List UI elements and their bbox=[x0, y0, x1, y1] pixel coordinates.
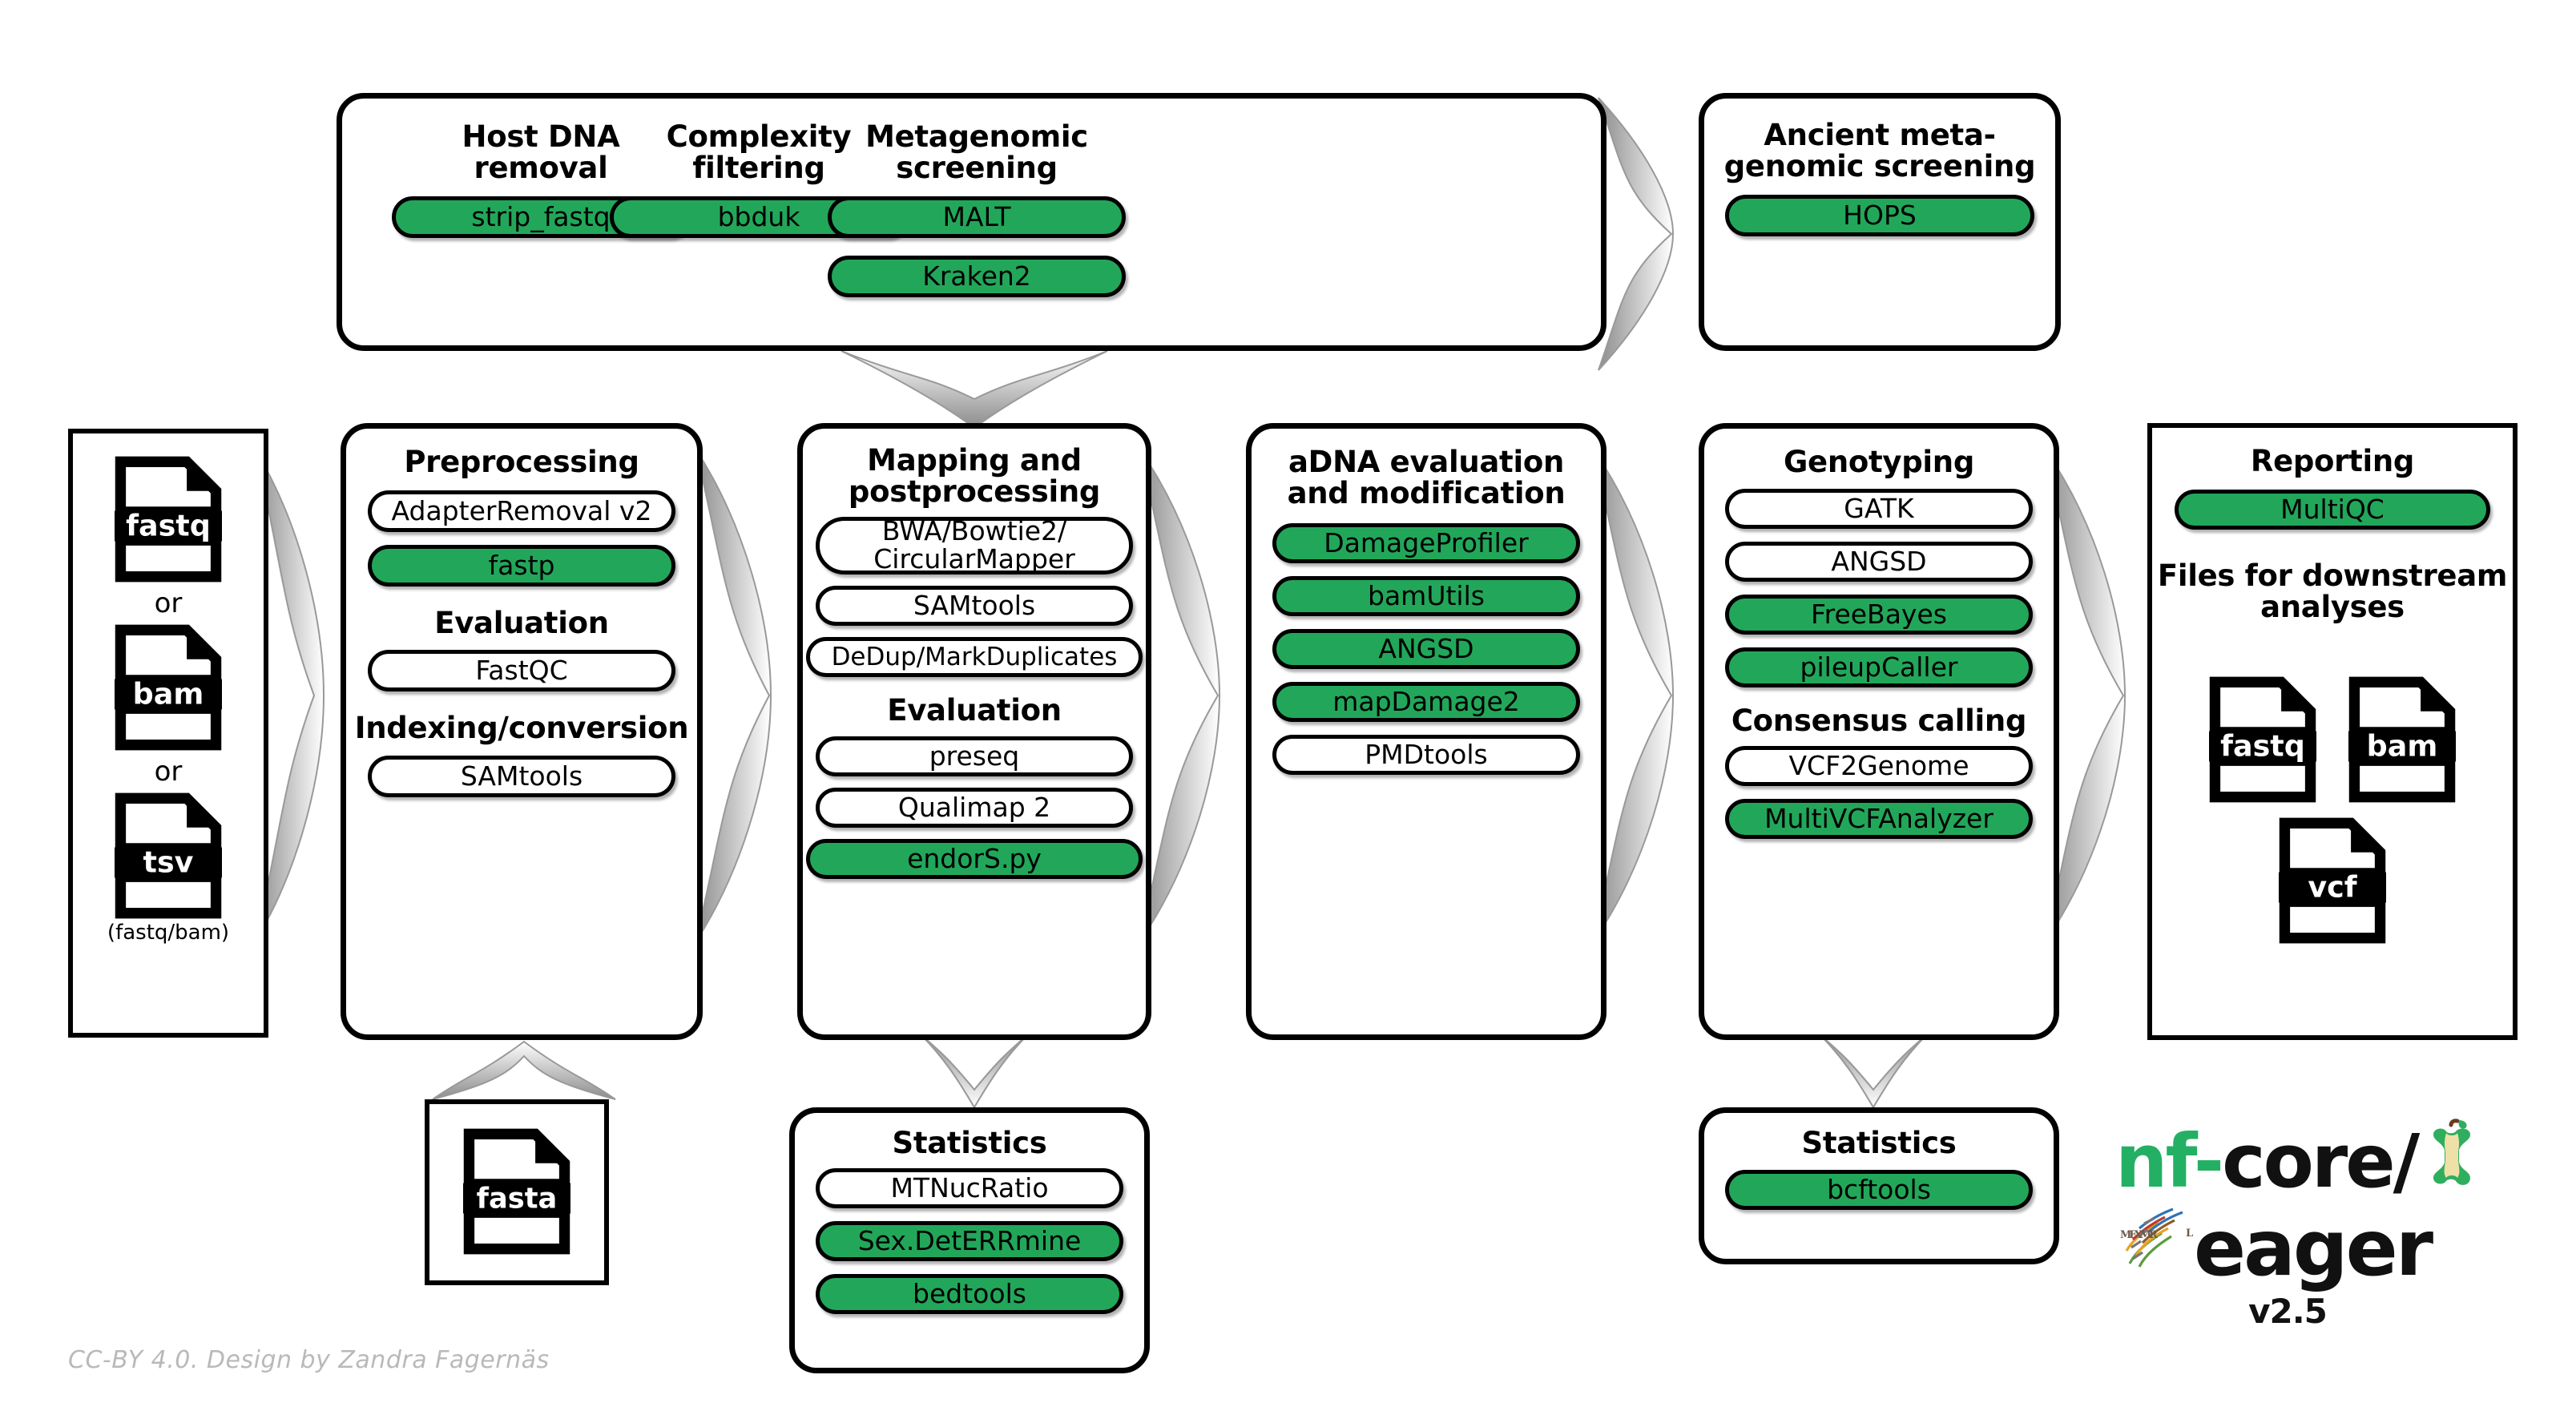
tool-mtnucratio[interactable]: MTNucRatio bbox=[816, 1168, 1123, 1209]
statistics-genotyping-card: Statistics bcftools bbox=[1699, 1107, 2059, 1264]
file-icon-tsv-label: tsv bbox=[143, 845, 194, 880]
file-icon-fasta: fasta bbox=[463, 1128, 570, 1255]
tool-vcf2genome[interactable]: VCF2Genome bbox=[1725, 746, 2033, 787]
tool-gatk[interactable]: GATK bbox=[1725, 489, 2033, 530]
file-icon-bam-downstream: bam bbox=[2348, 676, 2456, 803]
tool-sex-deterrmine[interactable]: Sex.DetERRmine bbox=[816, 1221, 1123, 1262]
tool-samtools-preprocessing[interactable]: SAMtools bbox=[368, 755, 675, 797]
svg-text:bam: bam bbox=[2367, 729, 2438, 764]
tool-angsd-genotyping[interactable]: ANGSD bbox=[1725, 542, 2033, 583]
file-icon-tsv: tsv bbox=[115, 792, 222, 919]
tool-mapdamage2[interactable]: mapDamage2 bbox=[1272, 682, 1580, 723]
tool-endors-py[interactable]: endorS.py bbox=[806, 838, 1143, 879]
input-file-note: (fastq/bam) bbox=[107, 921, 230, 945]
file-icon-vcf-downstream: vcf bbox=[2279, 817, 2386, 944]
arrow-preprocessing-to-mapping bbox=[695, 448, 772, 943]
nfcore-eager-logo: nf- core/ bbox=[2115, 1119, 2516, 1331]
mapping-evaluation-heading: Evaluation bbox=[887, 693, 1062, 728]
file-icon-fasta-label: fasta bbox=[477, 1183, 558, 1216]
input-or-1: or bbox=[154, 587, 183, 619]
complexity-title: Complexity filtering bbox=[666, 119, 852, 186]
tool-malt[interactable]: MALT bbox=[828, 196, 1126, 239]
svg-text:fastq: fastq bbox=[2220, 729, 2305, 764]
genotyping-card: Genotyping GATK ANGSD FreeBayes pileupCa… bbox=[1699, 423, 2059, 1040]
file-icon-fastq: fastq bbox=[115, 456, 222, 583]
input-files-card: fastq or bam or tsv (fastq/bam) bbox=[68, 429, 268, 1038]
tool-multivcfanalyzer[interactable]: MultiVCFAnalyzer bbox=[1725, 799, 2033, 840]
tool-samtools-mapping[interactable]: SAMtools bbox=[816, 586, 1133, 627]
tool-bamutils[interactable]: bamUtils bbox=[1272, 576, 1580, 617]
input-or-2: or bbox=[154, 756, 183, 788]
arrow-screening-to-ancient bbox=[1598, 97, 1675, 371]
tool-dedup-markduplicates[interactable]: DeDup/MarkDuplicates bbox=[806, 637, 1143, 678]
tool-fastqc[interactable]: FastQC bbox=[368, 650, 675, 692]
logo-version: v2.5 bbox=[2248, 1292, 2328, 1331]
mapping-title: Mapping and postprocessing bbox=[848, 443, 1101, 510]
tool-line-1: BWA/Bowtie2/ bbox=[881, 515, 1067, 547]
tool-angsd-adna[interactable]: ANGSD bbox=[1272, 629, 1580, 670]
genotyping-title: Genotyping bbox=[1783, 445, 1975, 479]
tool-preseq[interactable]: preseq bbox=[816, 736, 1133, 776]
arrow-genotyping-to-statistics bbox=[1818, 1033, 1929, 1109]
apple-core-icon bbox=[2424, 1119, 2480, 1204]
tool-multiqc[interactable]: MultiQC bbox=[2175, 490, 2490, 530]
tool-pmdtools[interactable]: PMDtools bbox=[1272, 735, 1580, 776]
statistics-mapping-title: Statistics bbox=[892, 1126, 1047, 1160]
logo-nf-text: nf- bbox=[2115, 1118, 2224, 1204]
ancient-screening-title: Ancient meta- genomic screening bbox=[1723, 118, 2036, 184]
reporting-title: Reporting bbox=[2250, 444, 2415, 478]
genotyping-consensus-heading: Consensus calling bbox=[1731, 704, 2027, 739]
preprocessing-title: Preprocessing bbox=[404, 445, 639, 479]
logo-eager-text: eager bbox=[2194, 1203, 2433, 1293]
svg-text:vcf: vcf bbox=[2308, 870, 2357, 905]
tool-pileupcaller[interactable]: pileupCaller bbox=[1725, 647, 2033, 688]
downstream-file-icons: fastq bam vcf bbox=[2152, 676, 2513, 944]
arrow-fasta-to-preprocessing bbox=[432, 1040, 616, 1100]
statistics-mapping-card: Statistics MTNucRatio Sex.DetERRmine bed… bbox=[789, 1107, 1150, 1373]
file-icon-fastq-label: fastq bbox=[126, 509, 211, 543]
ancient-screening-card: Ancient meta- genomic screening HOPS bbox=[1699, 93, 2061, 351]
logo-line-nfcore: nf- core/ bbox=[2115, 1119, 2516, 1204]
dna-helix-icon: MFXMR L bbox=[2115, 1201, 2199, 1282]
preprocessing-indexing-heading: Indexing/conversion bbox=[354, 711, 689, 746]
tool-bcftools[interactable]: bcftools bbox=[1725, 1170, 2033, 1211]
file-icon-bam-label: bam bbox=[133, 677, 204, 712]
arrow-screening-to-mapping bbox=[841, 350, 1108, 429]
tool-adapterremoval-v2[interactable]: AdapterRemoval v2 bbox=[368, 490, 675, 533]
preprocessing-card: Preprocessing AdapterRemoval v2 fastp Ev… bbox=[341, 423, 703, 1040]
tool-line-2: CircularMapper bbox=[873, 543, 1075, 575]
adna-card: aDNA evaluation and modification DamageP… bbox=[1246, 423, 1606, 1040]
arrow-mapping-to-adna bbox=[1139, 448, 1221, 943]
svg-text:MFXMR: MFXMR bbox=[2120, 1229, 2158, 1241]
downstream-files-heading: Files for downstream analyses bbox=[2157, 558, 2508, 625]
tool-kraken2[interactable]: Kraken2 bbox=[828, 256, 1126, 298]
tool-bedtools[interactable]: bedtools bbox=[816, 1274, 1123, 1315]
host-dna-title: Host DNA removal bbox=[462, 119, 620, 186]
tool-freebayes[interactable]: FreeBayes bbox=[1725, 595, 2033, 635]
tool-hops[interactable]: HOPS bbox=[1725, 195, 2034, 237]
statistics-genotyping-title: Statistics bbox=[1801, 1126, 1957, 1160]
reporting-card: Reporting MultiQC Files for downstream a… bbox=[2147, 423, 2518, 1040]
svg-text:L: L bbox=[2186, 1228, 2193, 1240]
tool-fastp[interactable]: fastp bbox=[368, 545, 675, 587]
file-icon-fastq-downstream: fastq bbox=[2209, 676, 2316, 803]
arrow-mapping-to-statistics bbox=[919, 1033, 1030, 1109]
reference-fasta-card: fasta bbox=[425, 1099, 609, 1285]
metagenomic-title: Metagenomic screening bbox=[865, 119, 1088, 186]
adna-title: aDNA evaluation and modification bbox=[1287, 445, 1566, 511]
credit-text: CC-BY 4.0. Design by Zandra Fagernäs bbox=[68, 1346, 550, 1374]
tool-qualimap-2[interactable]: Qualimap 2 bbox=[816, 787, 1133, 828]
tool-bwa-bowtie2-circularmapper[interactable]: BWA/Bowtie2/ CircularMapper bbox=[816, 517, 1133, 575]
mapping-card: Mapping and postprocessing BWA/Bowtie2/ … bbox=[797, 423, 1151, 1040]
screening-col-metagenomic: Metagenomic screening MALT Kraken2 bbox=[800, 119, 1153, 298]
preprocessing-evaluation-heading: Evaluation bbox=[434, 606, 609, 641]
logo-line-eager: MFXMR L eager bbox=[2115, 1201, 2516, 1287]
file-icon-bam: bam bbox=[115, 624, 222, 751]
tool-damageprofiler[interactable]: DamageProfiler bbox=[1272, 523, 1580, 564]
logo-core-text: core/ bbox=[2222, 1118, 2420, 1204]
screening-row-card: Host DNA removal strip_fastq Complexity … bbox=[337, 93, 1606, 351]
